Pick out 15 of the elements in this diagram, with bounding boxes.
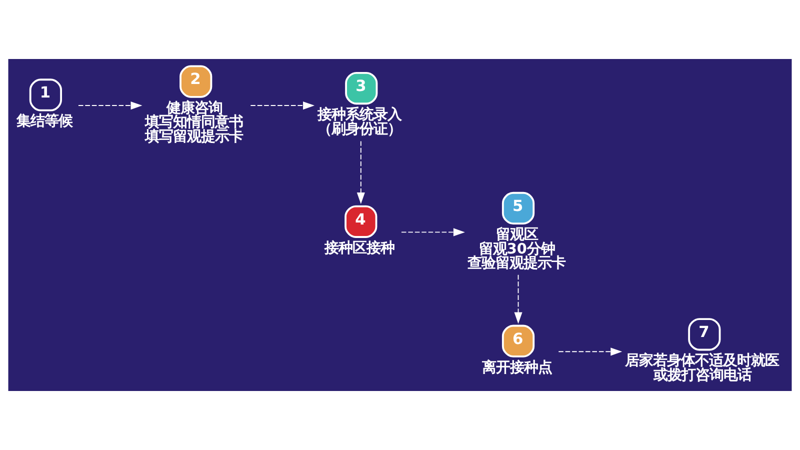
arrow (401, 228, 465, 236)
node-label: （刷身份证） (318, 121, 402, 138)
arrow (514, 274, 522, 324)
node-label: 接种系统录入 (318, 106, 402, 123)
node-label: 或拨打咨询电话 (654, 367, 752, 384)
node-label: 接种区接种 (324, 240, 394, 256)
arrow (558, 348, 622, 356)
arrow (250, 102, 315, 110)
node-label: 查验留观提示卡 (467, 256, 566, 272)
arrow (78, 102, 142, 110)
arrow (356, 140, 365, 204)
node-label: 离开接种点 (482, 360, 552, 376)
node-label: 留观区 (496, 226, 538, 243)
node-label: 集结等候 (16, 114, 72, 130)
node-label: 填写留观提示卡 (145, 129, 244, 146)
